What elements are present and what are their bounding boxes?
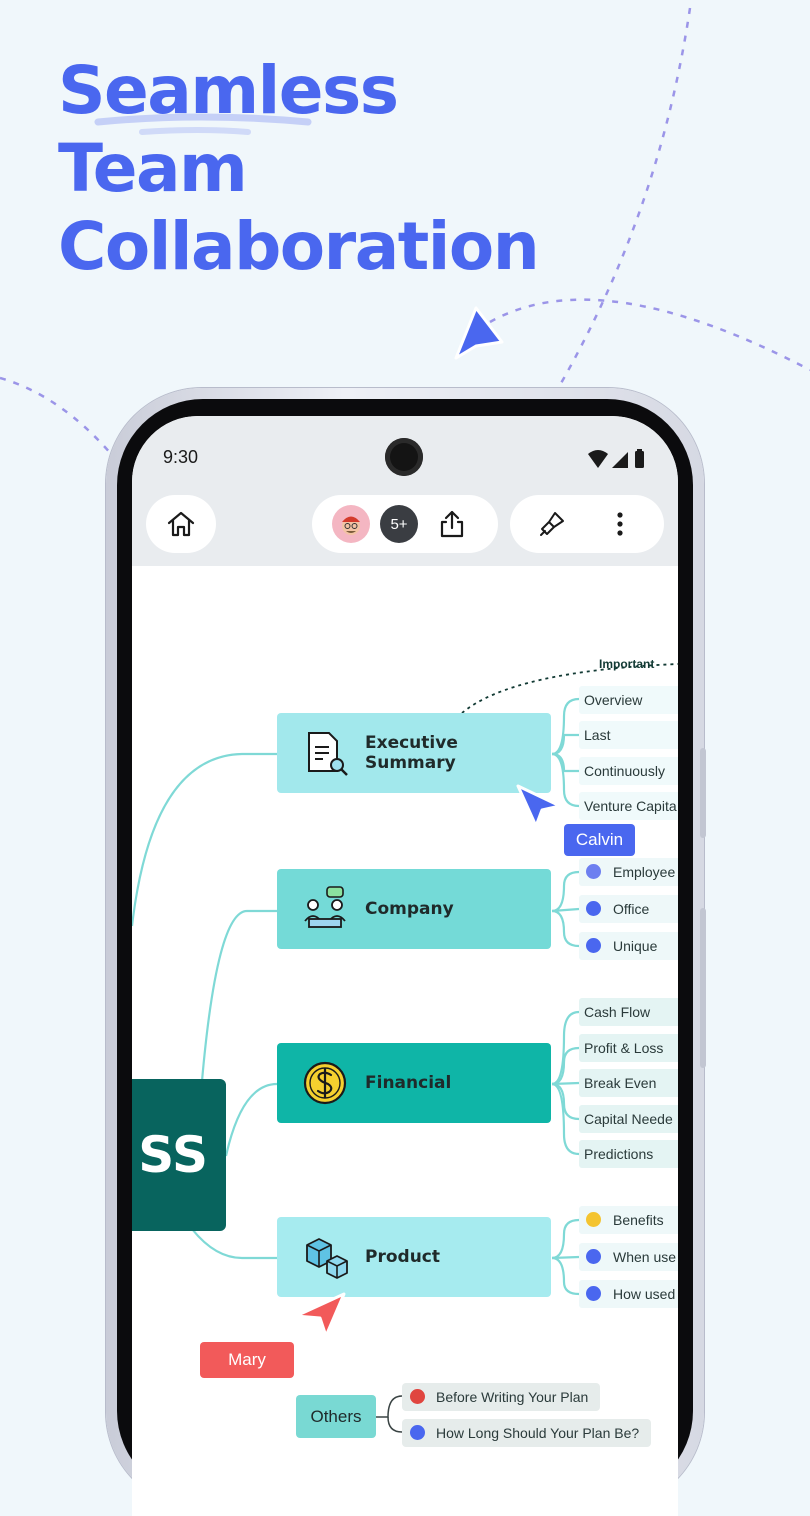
battery-icon: [635, 451, 644, 468]
home-pill: [146, 495, 216, 553]
leaf-capital-needed[interactable]: Capital Neede: [579, 1105, 678, 1133]
leaf-how-used[interactable]: How used: [579, 1280, 678, 1308]
node-label: Executive Summary: [365, 733, 458, 773]
status-time: 9:30: [163, 447, 199, 467]
flag-icon: [586, 901, 601, 916]
front-camera: [385, 438, 423, 476]
leaf-continuously[interactable]: Continuously: [579, 757, 678, 785]
leaf-cash-flow[interactable]: Cash Flow: [579, 998, 678, 1026]
question-icon: [586, 1286, 601, 1301]
leaf-label: How used: [613, 1286, 676, 1302]
brush-icon: [540, 512, 564, 536]
node-label: Product: [365, 1247, 440, 1267]
document-search-icon: [308, 732, 348, 776]
style-button[interactable]: [530, 503, 574, 545]
leaf-benefits[interactable]: Benefits: [579, 1206, 678, 1234]
sub-label: How Long Should Your Plan Be?: [436, 1425, 640, 1441]
wifi-icon: [588, 450, 608, 468]
node-label: Financial: [365, 1073, 452, 1093]
dollar-coin-icon: [303, 1061, 347, 1105]
central-topic[interactable]: SS: [132, 1079, 226, 1231]
tools-pill: [510, 495, 664, 553]
leaf-venture-capital[interactable]: Venture Capita: [579, 792, 678, 820]
headline-line-1: Seamless: [58, 52, 399, 129]
leaf-break-even[interactable]: Break Even: [579, 1069, 678, 1097]
status-icons: [588, 449, 644, 468]
collaborator-count-badge[interactable]: 5+: [380, 505, 418, 543]
leaf-overview[interactable]: Overview: [579, 686, 678, 714]
more-vertical-icon: [617, 512, 623, 536]
leaf-last[interactable]: Last: [579, 721, 678, 749]
leaf-when-use[interactable]: When use: [579, 1243, 678, 1271]
node-financial[interactable]: Financial: [277, 1043, 551, 1123]
meeting-icon: [304, 886, 346, 928]
node-others[interactable]: Others: [296, 1395, 376, 1438]
home-button[interactable]: [146, 495, 216, 553]
share-button[interactable]: [430, 503, 474, 545]
share-icon: [440, 510, 464, 538]
node-product[interactable]: Product: [277, 1217, 551, 1297]
sub-label: Before Writing Your Plan: [436, 1389, 589, 1405]
volume-button: [700, 748, 706, 838]
leaf-profit-loss[interactable]: Profit & Loss: [579, 1034, 678, 1062]
app-top-bar: 9:30: [132, 416, 678, 566]
more-menu-button[interactable]: [598, 503, 642, 545]
leaf-office[interactable]: Office: [579, 895, 678, 923]
mindmap-canvas[interactable]: Important SS Executive Summary Overview …: [132, 566, 678, 1516]
question-icon: [586, 938, 601, 953]
leaf-label: Benefits: [613, 1212, 664, 1228]
mary-cursor-icon: [294, 1292, 346, 1338]
question-icon: [410, 1425, 425, 1440]
question-icon: [586, 1249, 601, 1264]
boxes-icon: [306, 1238, 348, 1279]
person-icon: [586, 864, 601, 879]
leaf-employee[interactable]: Employee: [579, 858, 678, 886]
headline-line-3: Collaboration: [58, 208, 540, 285]
sub-before-writing-plan[interactable]: Before Writing Your Plan: [402, 1383, 601, 1411]
leaf-unique[interactable]: Unique: [579, 932, 678, 960]
collaboration-pill: 5+: [312, 495, 498, 553]
leaf-label: When use: [613, 1249, 677, 1265]
avatar[interactable]: [332, 505, 370, 543]
leaf-label: Employee: [613, 864, 676, 880]
important-annotation: Important: [599, 657, 655, 671]
headline-line-2: Team: [58, 130, 248, 207]
power-button: [700, 908, 706, 1068]
decorative-background: [0, 7, 810, 456]
home-icon: [167, 511, 195, 537]
smile-icon: [586, 1212, 601, 1227]
node-company[interactable]: Company: [277, 869, 551, 949]
phone-screen: 9:30: [132, 416, 678, 1516]
top-cursor-icon: [454, 306, 504, 360]
mary-cursor-label: Mary: [200, 1342, 294, 1378]
calvin-cursor-icon: [516, 784, 562, 828]
signal-icon: [612, 452, 628, 468]
leaf-label: Unique: [613, 938, 658, 954]
headline: Seamless Team Collaboration: [58, 52, 540, 286]
mindmap-connectors: [132, 663, 678, 1433]
star-icon: [410, 1389, 425, 1404]
sub-plan-length[interactable]: How Long Should Your Plan Be?: [402, 1419, 652, 1447]
calvin-cursor-label: Calvin: [564, 824, 635, 856]
node-label: Company: [365, 899, 454, 919]
node-executive-summary[interactable]: Executive Summary: [277, 713, 551, 793]
leaf-predictions[interactable]: Predictions: [579, 1140, 678, 1168]
leaf-label: Office: [613, 901, 650, 917]
